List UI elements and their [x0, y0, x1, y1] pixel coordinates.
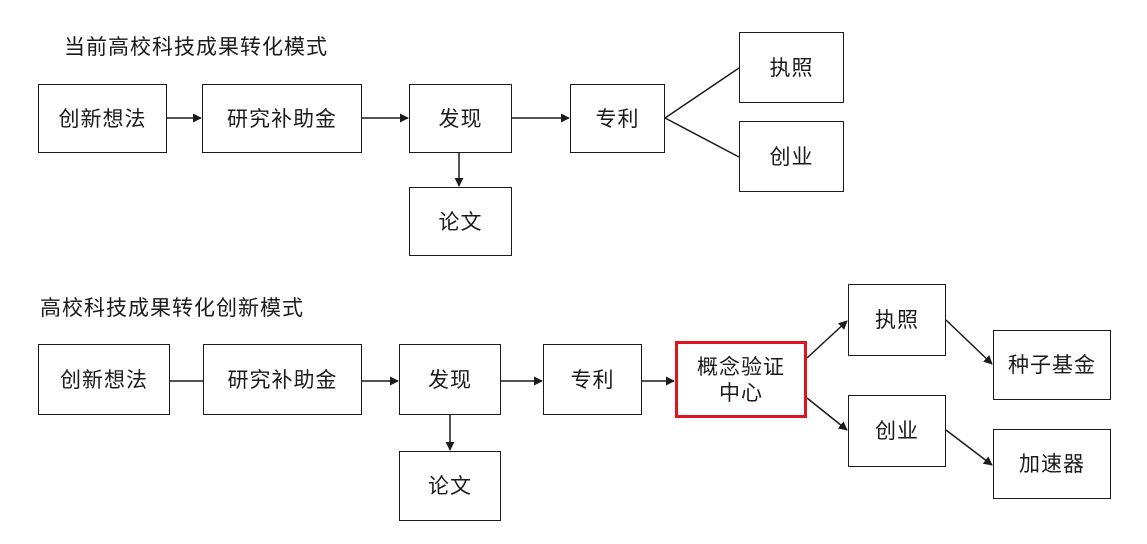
node-license: 执照 — [848, 284, 946, 356]
node-paper: 论文 — [399, 451, 501, 521]
node-seed-fund: 种子基金 — [993, 330, 1111, 400]
node-discovery: 发现 — [399, 344, 501, 415]
innovative-model-title: 高校科技成果转化创新模式 — [40, 296, 304, 320]
node-innovative-idea: 创新想法 — [38, 84, 167, 153]
node-discovery: 发现 — [409, 84, 512, 153]
current-model-title: 当前高校科技成果转化模式 — [64, 35, 328, 59]
node-research-grant: 研究补助金 — [202, 84, 362, 153]
node-license: 执照 — [739, 32, 844, 103]
line-patent-to-startup — [664, 117, 740, 158]
arrow-poc-to-startup — [806, 397, 848, 431]
node-research-grant: 研究补助金 — [203, 344, 362, 415]
poc-center-label-line2: 中心 — [719, 380, 763, 405]
node-proof-of-concept-center: 概念验证 中心 — [675, 341, 807, 418]
node-startup: 创业 — [739, 121, 844, 192]
arrow-startup-to-accelerator — [945, 429, 993, 466]
arrow-poc-to-license — [806, 320, 848, 359]
node-paper: 论文 — [409, 187, 512, 256]
node-accelerator: 加速器 — [993, 429, 1111, 499]
node-startup: 创业 — [848, 395, 946, 467]
node-innovative-idea: 创新想法 — [38, 344, 170, 415]
poc-center-label-line1: 概念验证 — [697, 354, 785, 379]
node-patent: 专利 — [570, 84, 665, 153]
line-patent-to-license — [664, 67, 740, 119]
node-patent: 专利 — [543, 344, 642, 415]
arrow-license-to-seed-fund — [945, 319, 993, 365]
